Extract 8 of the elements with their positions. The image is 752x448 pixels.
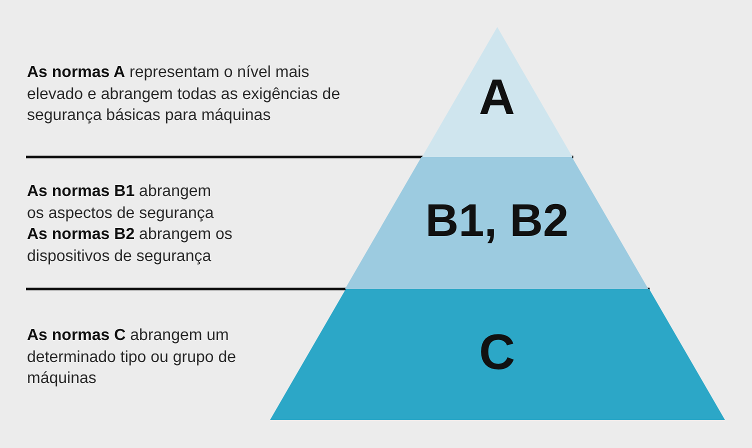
level-label: B1, B2 bbox=[424, 197, 570, 243]
pyramid-level bbox=[345, 157, 649, 289]
level-label: C bbox=[478, 327, 516, 377]
pyramid-level bbox=[270, 289, 724, 420]
level-description: As normas C abrangem um determinado tipo ou grupo de máquinas bbox=[27, 326, 238, 389]
level-description: As normas B2 abrangem os dispositivos de segurança bbox=[27, 225, 234, 266]
level-label: A bbox=[478, 72, 516, 122]
level-description: As normas A representam o nível mais elevado e abrangem todas as exigências de segurança básicas para máquinas bbox=[27, 63, 342, 126]
